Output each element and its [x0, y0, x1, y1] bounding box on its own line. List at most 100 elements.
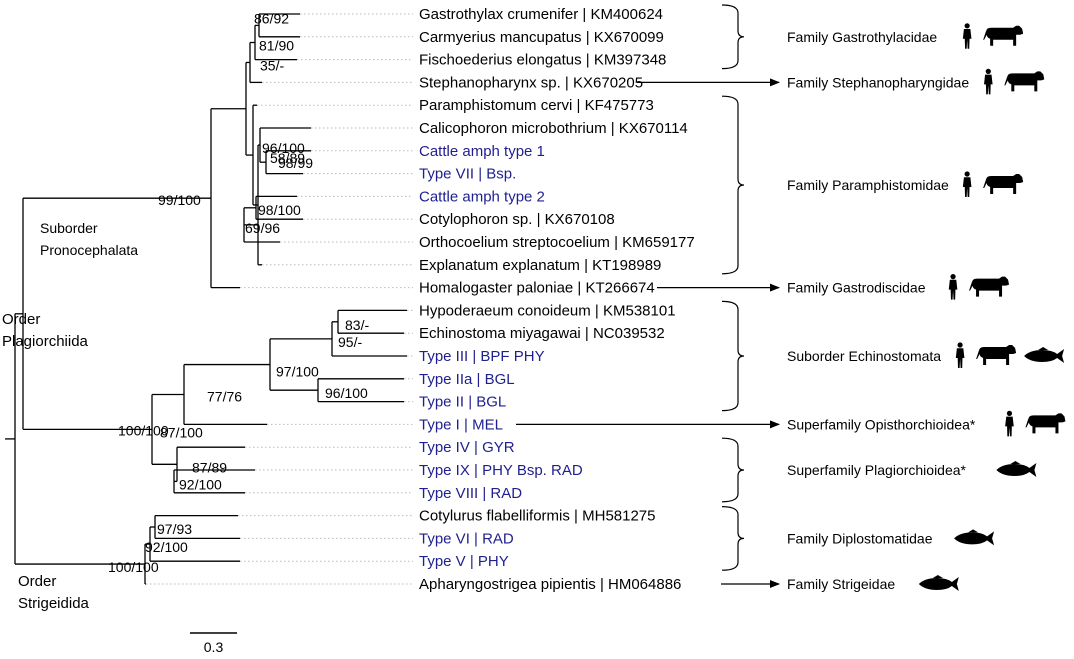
- human-icon: [955, 342, 965, 368]
- support-n_f2: 96/100: [325, 385, 368, 401]
- human-icon: [1005, 410, 1014, 437]
- taxon-label: Type I | MEL: [419, 416, 503, 433]
- taxon-label: Paramphistomum cervi | KF475773: [419, 97, 654, 114]
- support-values: 86/9281/9035/-98/9996/10098/10069/9658/8…: [108, 10, 369, 575]
- group-diplostomatidae: Family Diplostomatidae: [721, 506, 995, 571]
- taxon-label: Type II | BGL: [419, 394, 506, 411]
- support-pronocephalata: 99/100: [158, 192, 201, 208]
- taxon-label: Hypoderaeum conoideum | KM538101: [419, 302, 676, 319]
- bracket: [721, 4, 745, 70]
- group-name: Family Strigeidae: [787, 576, 895, 592]
- group-name: Family Paramphistomidae: [787, 177, 949, 193]
- tree-branches: [5, 13, 407, 585]
- taxon-labels: Gastrothylax crumenifer | KM400624Carmye…: [419, 6, 695, 593]
- rank-label-line: Order: [2, 311, 40, 328]
- support-n_s1: 92/100: [145, 539, 188, 555]
- cattle-icon: [983, 174, 1024, 194]
- taxon-label: Type IV | GYR: [419, 439, 515, 456]
- bracket: [721, 437, 745, 503]
- support-n_e: 97/100: [276, 364, 319, 380]
- human-icon: [948, 274, 958, 300]
- bracket: [721, 506, 745, 571]
- cattle-icon: [983, 25, 1024, 46]
- support-n_p5: 98/100: [258, 202, 301, 218]
- taxon-label: Type VII | Bsp.: [419, 166, 516, 183]
- group-name: Family Stephanopharyngidae: [787, 74, 969, 90]
- support-n_f: 95/-: [338, 334, 362, 350]
- group-name: Family Diplostomatidae: [787, 530, 933, 546]
- fish-icon: [918, 575, 959, 591]
- group-name: Suborder Echinostomata: [787, 348, 941, 364]
- support-n_p3: 98/99: [278, 155, 313, 171]
- fish-icon: [1024, 347, 1065, 363]
- rank-label-line: Suborder: [40, 220, 98, 236]
- group-gastrothylacidae: Family Gastrothylacidae: [721, 4, 1024, 70]
- fish-icon: [996, 461, 1037, 477]
- group-strigeidae: Family Strigeidae: [721, 575, 959, 592]
- group-name: Family Gastrodiscidae: [787, 280, 926, 296]
- support-n_s: 100/100: [108, 559, 159, 575]
- support-n_g1: 81/90: [259, 38, 294, 54]
- support-n_b: 100/100: [118, 422, 169, 438]
- support-n_s2: 97/93: [157, 521, 192, 537]
- support-n_c: 87/100: [160, 424, 203, 440]
- taxon-label: Gastrothylax crumenifer | KM400624: [419, 6, 663, 23]
- taxon-label: Type V | PHY: [419, 553, 509, 570]
- taxon-label: Carmyerius mancupatus | KX670099: [419, 29, 664, 46]
- group-gastrodiscidae: Family Gastrodiscidae: [657, 274, 1010, 300]
- support-n_h1: 92/100: [179, 476, 222, 492]
- taxon-label: Stephanopharynx sp. | KX670205: [419, 74, 643, 91]
- scale-bar-label: 0.3: [204, 639, 224, 655]
- group-stephanopharyngidae: Family Stephanopharyngidae: [637, 68, 1045, 95]
- taxon-label: Fischoederius elongatus | KM397348: [419, 52, 666, 69]
- taxon-label: Calicophoron microbothrium | KX670114: [419, 120, 688, 137]
- support-n_h: 87/89: [192, 459, 227, 475]
- taxon-label: Type VI | RAD: [419, 530, 514, 547]
- leaf-guide-lines: [146, 13, 413, 585]
- rank-label-line: Pronocephalata: [40, 242, 138, 258]
- support-n_g2: 86/92: [254, 10, 289, 26]
- group-name: Superfamily Opisthorchioidea*: [787, 416, 976, 432]
- group-echinostomata: Suborder Echinostomata: [721, 300, 1065, 412]
- group-name: Superfamily Plagiorchioidea*: [787, 462, 967, 478]
- cattle-icon: [969, 276, 1010, 297]
- support-n_d: 77/76: [207, 388, 242, 404]
- support-n_p4: 69/96: [245, 220, 280, 236]
- bracket: [721, 300, 745, 412]
- support-n_f1: 83/-: [345, 317, 369, 333]
- rank-label-line: Plagiorchiida: [2, 333, 89, 350]
- fish-icon: [954, 529, 995, 546]
- taxon-label: Type VIII | RAD: [419, 485, 522, 502]
- human-icon: [984, 68, 993, 95]
- group-name: Family Gastrothylacidae: [787, 29, 937, 45]
- scale-bar: 0.3: [190, 632, 237, 655]
- taxon-label: Type IX | PHY Bsp. RAD: [419, 462, 583, 479]
- taxon-label: Explanatum explanatum | KT198989: [419, 257, 661, 274]
- cattle-icon: [1004, 71, 1045, 92]
- human-icon: [962, 23, 972, 49]
- support-n_p: 58/89: [270, 150, 305, 166]
- rank-label-line: Strigeidida: [18, 595, 90, 612]
- human-icon: [962, 171, 972, 197]
- support-n_p2: 96/100: [262, 140, 305, 156]
- support-n_gas: 35/-: [260, 57, 284, 73]
- taxon-label: Homalogaster paloniae | KT266674: [419, 280, 655, 297]
- taxon-label: Apharyngostrigea pipientis | HM064886: [419, 576, 681, 593]
- taxon-label: Echinostoma miyagawai | NC039532: [419, 325, 665, 342]
- cattle-icon: [1025, 413, 1066, 434]
- group-opisthorchioidea: Superfamily Opisthorchioidea*: [516, 410, 1066, 437]
- taxon-label: Type III | BPF PHY: [419, 348, 545, 365]
- group-plagiorchioidea: Superfamily Plagiorchioidea*: [721, 437, 1037, 503]
- bracket: [721, 95, 745, 275]
- rank-label-line: Order: [18, 573, 56, 590]
- taxon-label: Orthocoelium streptocoelium | KM659177: [419, 234, 695, 251]
- taxon-label: Cattle amph type 2: [419, 188, 545, 205]
- taxon-label: Type IIa | BGL: [419, 371, 515, 388]
- cattle-icon: [976, 345, 1017, 365]
- rank-labels: SuborderPronocephalataOrderPlagiorchiida…: [2, 220, 138, 612]
